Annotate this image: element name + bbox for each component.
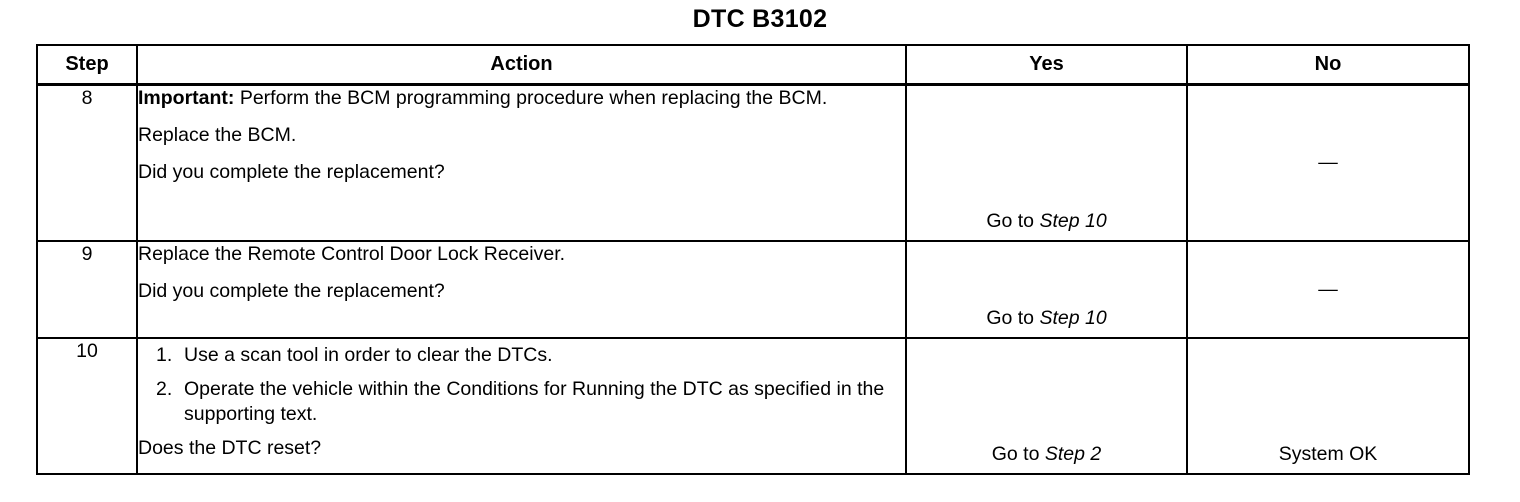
list-item-text: Operate the vehicle within the Condition…	[184, 378, 885, 425]
yes-answer-text: Go to	[991, 443, 1045, 465]
list-item-number: 2.	[156, 378, 173, 400]
yes-cell: Go to Step 10	[905, 240, 1188, 339]
action-step-list: 1. Use a scan tool in order to clear the …	[138, 343, 905, 427]
list-item: 1. Use a scan tool in order to clear the …	[138, 343, 905, 368]
list-item-number: 1.	[156, 344, 173, 366]
no-cell: —	[1186, 83, 1470, 242]
action-cell: Replace the Remote Control Door Lock Rec…	[136, 240, 907, 339]
list-item-text: Use a scan tool in order to clear the DT…	[184, 344, 553, 366]
no-cell: System OK	[1186, 337, 1470, 475]
action-question: Does the DTC reset?	[138, 437, 322, 459]
yes-answer: Go to Step 10	[907, 209, 1186, 234]
column-header-yes: Yes	[905, 44, 1188, 86]
yes-answer-step-ref: Step 10	[1039, 210, 1107, 232]
table-body: 8 Important: Perform the BCM programming…	[36, 83, 1470, 475]
yes-answer-step-ref: Step 10	[1039, 307, 1107, 329]
page-title: DTC B3102	[692, 5, 828, 33]
yes-answer: Go to Step 10	[907, 306, 1186, 331]
yes-cell: Go to Step 10	[905, 83, 1188, 242]
diagnostic-table: Step Action Yes No 8 Important: Perform …	[36, 44, 1470, 475]
step-number: 8	[36, 83, 138, 242]
step-number: 9	[36, 240, 138, 339]
no-cell: —	[1186, 240, 1470, 339]
action-instruction: Replace the Remote Control Door Lock Rec…	[138, 243, 566, 265]
action-cell: Important: Perform the BCM programming p…	[136, 83, 907, 242]
yes-answer-step-ref: Step 2	[1044, 443, 1102, 465]
table-header: Step Action Yes No	[36, 44, 1470, 86]
list-item: 2. Operate the vehicle within the Conditi…	[138, 377, 905, 427]
yes-answer-text: Go to	[986, 307, 1040, 329]
important-label: Important:	[138, 87, 235, 109]
yes-answer: Go to Step 2	[907, 442, 1186, 467]
action-instruction: Replace the BCM.	[138, 124, 297, 146]
no-answer: —	[1318, 151, 1338, 174]
important-note: Important: Perform the BCM programming p…	[138, 86, 905, 111]
table-row: 9 Replace the Remote Control Door Lock R…	[36, 240, 1470, 339]
yes-answer-text: Go to	[986, 210, 1040, 232]
no-answer: System OK	[1278, 443, 1378, 465]
step-number: 10	[36, 337, 138, 475]
action-question: Did you complete the replacement?	[138, 280, 445, 302]
action-cell: 1. Use a scan tool in order to clear the …	[136, 337, 907, 475]
no-answer: —	[1318, 278, 1338, 300]
column-header-no: No	[1186, 44, 1470, 86]
yes-cell: Go to Step 2	[905, 337, 1188, 475]
table-row: 8 Important: Perform the BCM programming…	[36, 83, 1470, 242]
column-header-step: Step	[36, 44, 138, 86]
important-text: Perform the BCM programming procedure wh…	[234, 87, 828, 109]
table-row: 10 1. Use a scan tool in order to clear t…	[36, 337, 1470, 475]
table-header-row: Step Action Yes No	[36, 44, 1470, 86]
action-question: Did you complete the replacement?	[138, 161, 445, 183]
column-header-action: Action	[136, 44, 907, 86]
